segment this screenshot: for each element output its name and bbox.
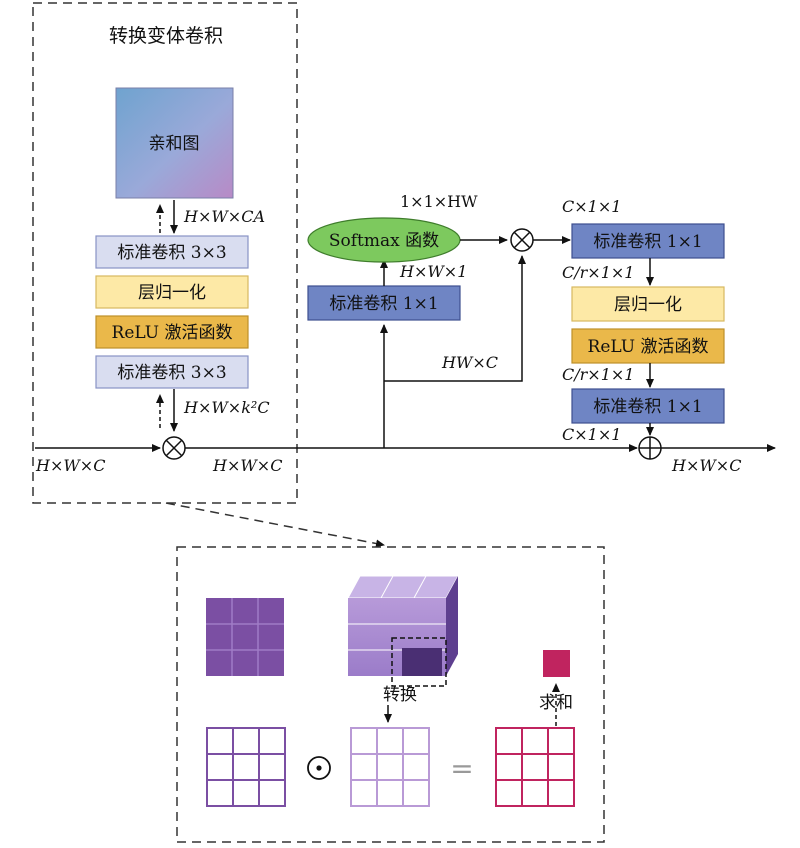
left-conv1-label: 标准卷积 3×3	[117, 243, 226, 263]
output-dim-label: H×W×C	[671, 456, 741, 475]
connector-left-to-bottom	[165, 502, 385, 548]
dim-softmax-label: 1×1×HW	[400, 192, 478, 211]
left-conv2-box	[95, 355, 249, 389]
sum-result-cell	[543, 650, 570, 677]
softmax-label: Softmax 函数	[329, 231, 439, 251]
dim-affinity-label: H×W×CA	[183, 207, 265, 226]
affinity-map	[115, 87, 234, 199]
transform-conv2-label: 标准卷积 1×1	[593, 397, 702, 417]
transform-layernorm-label: 层归一化	[614, 295, 682, 315]
feature-cube	[347, 575, 459, 687]
input-dim-label: H×W×C	[35, 456, 105, 475]
dim-hwc-label: HW×C	[441, 353, 498, 372]
kernel-grid-filled	[206, 598, 284, 676]
transform-conv2-box	[571, 388, 725, 424]
after-conv-dim-label: H×W×C	[212, 456, 282, 475]
dim-transform-1: C×1×1	[562, 197, 621, 216]
affinity-map-label: 亲和图	[149, 134, 200, 154]
left-conv2-label: 标准卷积 3×3	[117, 363, 226, 383]
multiply-node-left-cross2	[165, 439, 183, 457]
transformed-grid-outline	[350, 727, 430, 807]
transform-layernorm-box	[571, 286, 725, 322]
left-layernorm-label: 层归一化	[138, 283, 206, 303]
multiply-node-right-cross2	[513, 231, 531, 249]
transform-relu-box	[571, 328, 725, 364]
result-grid-outline	[495, 727, 575, 807]
transform-conv1-box	[571, 223, 725, 259]
transform-relu-label: ReLU 激活函数	[588, 337, 709, 357]
equals-sign: =	[450, 752, 473, 785]
dim-conv-label: H×W×1	[399, 262, 467, 281]
left-relu-box	[95, 315, 249, 349]
transform-conv1-label: 标准卷积 1×1	[593, 232, 702, 252]
dim-transform-2: C/r×1×1	[562, 263, 634, 282]
dim-transform-4: C×1×1	[562, 425, 621, 444]
left-conv1-box	[95, 235, 249, 269]
arrow-hwc-to-multiply	[384, 255, 526, 382]
attn-conv-label: 标准卷积 1×1	[329, 294, 438, 314]
odot-operator-dot	[316, 765, 322, 771]
dim-kernel-label: H×W×k²C	[183, 398, 270, 417]
left-panel-frame	[32, 2, 298, 504]
left-panel-title: 转换变体卷积	[109, 25, 223, 47]
attn-conv-box	[307, 285, 461, 321]
kernel-grid-outline	[206, 727, 286, 807]
left-relu-label: ReLU 激活函数	[112, 323, 233, 343]
dim-transform-3: C/r×1×1	[562, 365, 634, 384]
left-layernorm-box	[95, 275, 249, 309]
sum-caption: 求和	[539, 693, 573, 713]
transform-caption: 转换	[383, 685, 417, 705]
bottom-panel-frame	[176, 546, 605, 843]
